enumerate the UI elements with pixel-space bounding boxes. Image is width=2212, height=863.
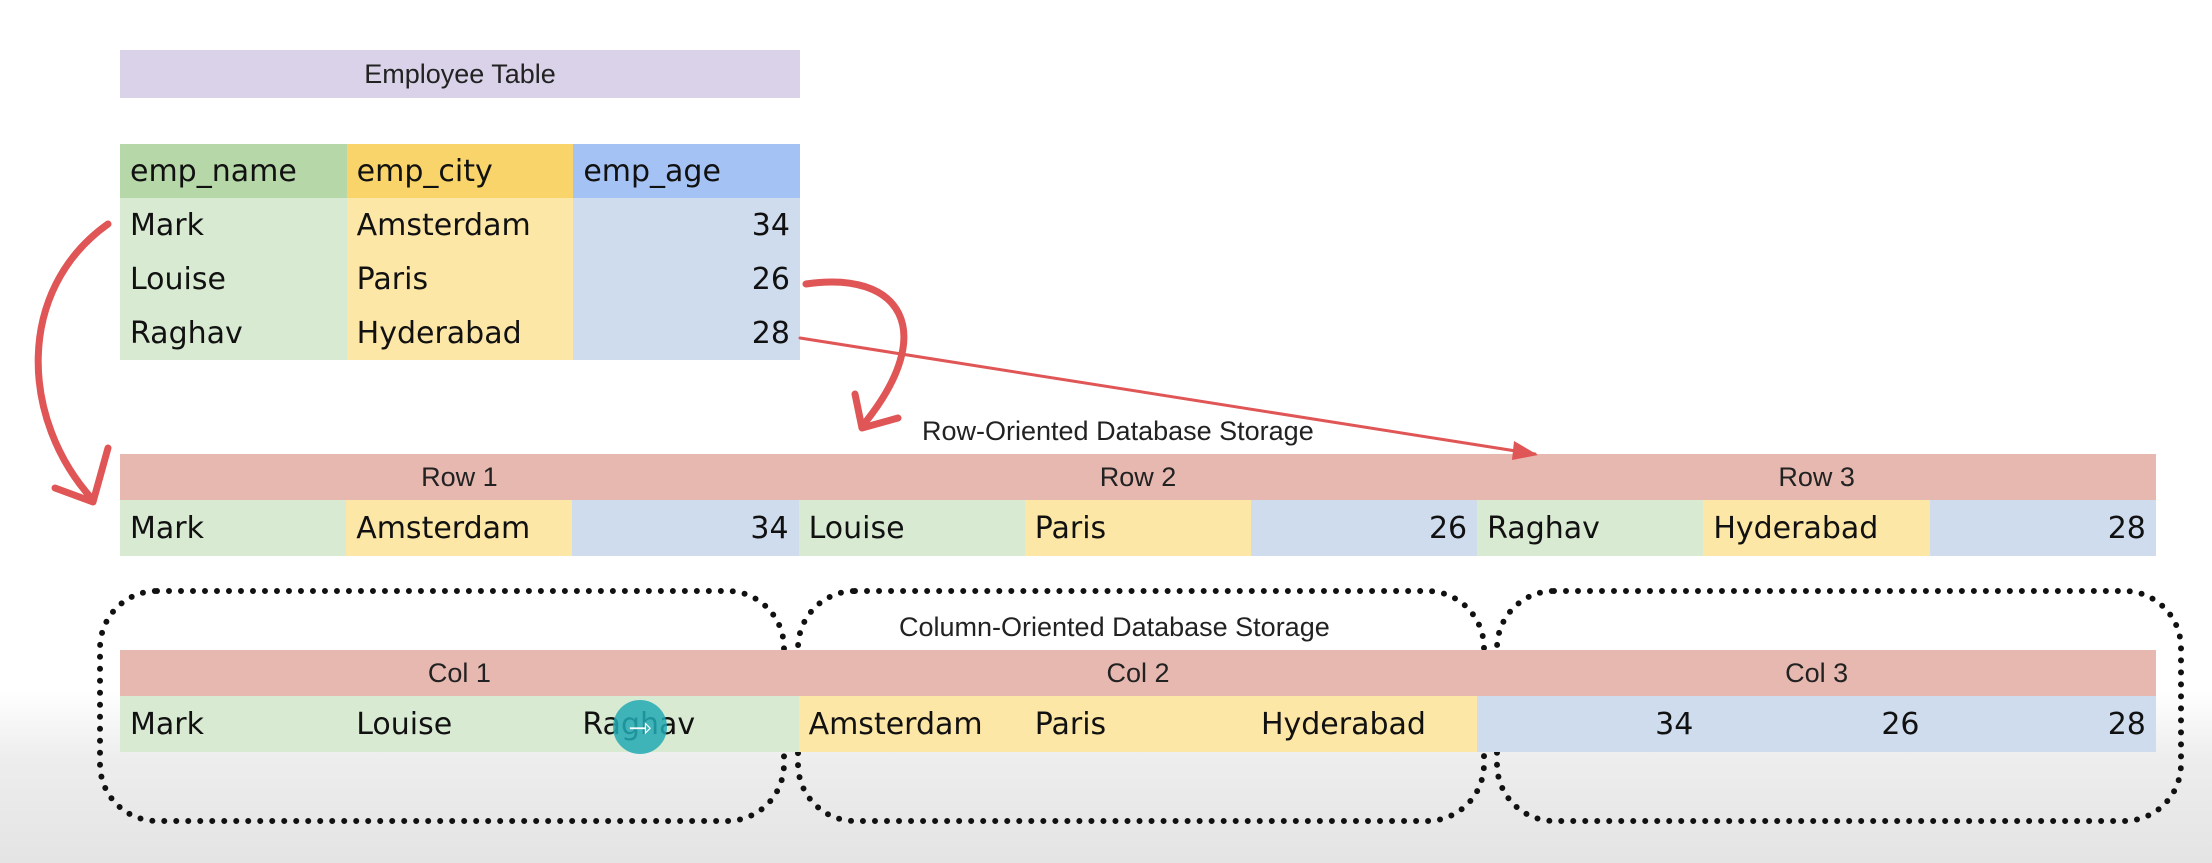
column-header-emp-name: emp_name [120, 144, 347, 198]
arrow-row1-head [51, 444, 112, 506]
row-cell: 34 [572, 500, 799, 556]
table-cell: Louise [130, 261, 226, 297]
column-cell: 28 [1929, 696, 2156, 752]
emp-age-column: emp_age 34 26 28 [573, 144, 800, 360]
row-cell: 28 [1929, 500, 2156, 556]
drag-cursor-icon: ⇾ [613, 700, 667, 754]
column-header-emp-age: emp_age [573, 144, 800, 198]
column-cell: Amsterdam [798, 696, 1025, 752]
row-header-band: Row 1 Row 2 Row 3 [120, 454, 2156, 500]
column-cell: Louise [346, 696, 573, 752]
arrow-row3-head [1512, 441, 1538, 460]
table-cell: 26 [751, 261, 790, 297]
row-cell: Amsterdam [346, 500, 573, 556]
table-cell: Mark [130, 207, 204, 243]
arrow-row1-curve [34, 220, 112, 504]
column-storage-label: Column-Oriented Database Storage [899, 612, 1330, 642]
column-cell: 26 [1703, 696, 1930, 752]
emp-city-column: emp_city Amsterdam Paris Hyderabad [346, 144, 574, 360]
row-storage-label: Row-Oriented Database Storage [922, 416, 1314, 446]
row-cell: Paris [1024, 500, 1251, 556]
table-cell: 34 [751, 207, 790, 243]
table-cell: Amsterdam [356, 207, 531, 243]
row-cell: 26 [1250, 500, 1478, 556]
table-cell: Hyderabad [356, 315, 522, 351]
column-storage-strip: Mark Louise Raghav Amsterdam Paris Hyder… [120, 696, 2156, 752]
row-group-header: Row 2 [1099, 461, 1177, 492]
row-cell: Louise [798, 500, 1025, 556]
arrow-row3-line [798, 336, 1537, 456]
arrow-row2-head [851, 390, 902, 432]
column-cell: Mark [120, 696, 347, 752]
table-cell: Paris [356, 261, 429, 297]
column-cell: Hyderabad [1250, 696, 1478, 752]
table-cell: Raghav [130, 315, 243, 351]
employee-table-title: Employee Table [120, 50, 800, 98]
column-cell: 34 [1477, 696, 1704, 752]
column-group-header: Col 3 [1785, 657, 1849, 688]
table-cell: 28 [751, 315, 790, 351]
row-group-header: Row 3 [1778, 461, 1855, 492]
row-group-header: Row 1 [421, 461, 498, 492]
employee-table: emp_name Mark Louise Raghav emp_city Ams… [120, 144, 800, 360]
emp-name-column: emp_name Mark Louise Raghav [120, 144, 347, 360]
column-cell: Paris [1024, 696, 1251, 752]
column-header-band: Col 1 Col 2 Col 3 [120, 650, 2156, 696]
arrow-row2-curve [802, 278, 908, 428]
row-cell: Raghav [1477, 500, 1704, 556]
column-header-emp-city: emp_city [346, 144, 574, 198]
row-storage-strip: Mark Amsterdam 34 Louise Paris 26 Raghav… [120, 500, 2156, 556]
row-cell: Hyderabad [1703, 500, 1930, 556]
row-cell: Mark [120, 500, 347, 556]
column-group-header: Col 1 [427, 657, 491, 688]
column-group-header: Col 2 [1106, 657, 1170, 688]
